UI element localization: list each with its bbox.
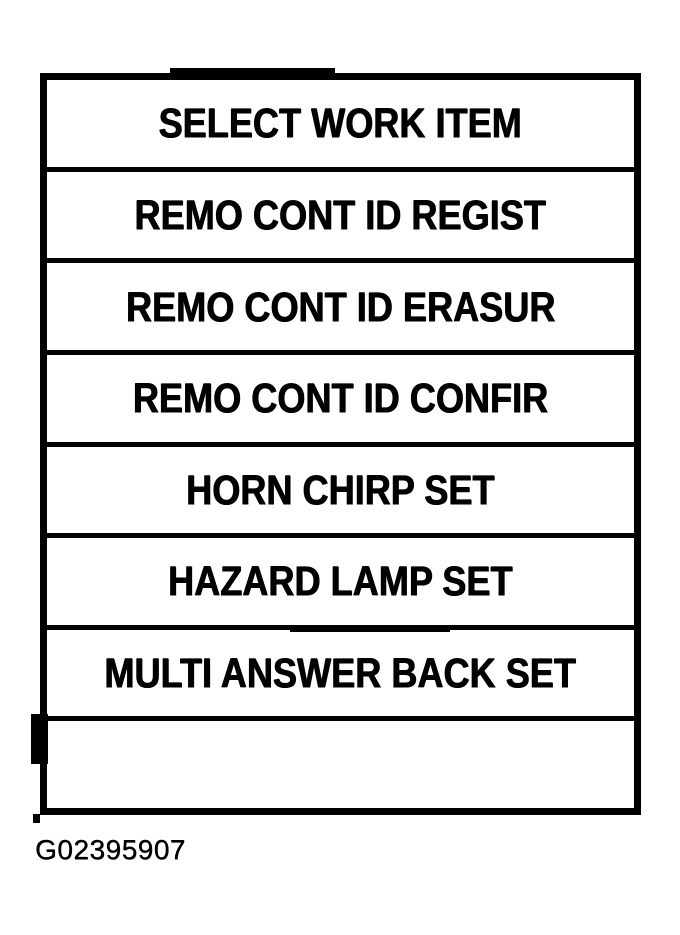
menu-item-label: HAZARD LAMP SET bbox=[168, 557, 513, 605]
menu-item-remo-cont-id-regist[interactable]: REMO CONT ID REGIST bbox=[47, 172, 634, 264]
screen-title-row: SELECT WORK ITEM bbox=[47, 80, 634, 172]
menu-item-multi-answer-back-set[interactable]: MULTI ANSWER BACK SET bbox=[47, 630, 634, 722]
menu-item-hazard-lamp-set[interactable]: HAZARD LAMP SET bbox=[47, 538, 634, 630]
menu-item-label: MULTI ANSWER BACK SET bbox=[104, 649, 577, 697]
menu-item-label: REMO CONT ID ERASUR bbox=[125, 282, 556, 330]
menu-item-remo-cont-id-erasur[interactable]: REMO CONT ID ERASUR bbox=[47, 263, 634, 355]
menu-item-horn-chirp-set[interactable]: HORN CHIRP SET bbox=[47, 447, 634, 539]
menu-item-label: REMO CONT ID REGIST bbox=[134, 190, 547, 238]
scan-artifact bbox=[33, 814, 40, 823]
menu-row-empty bbox=[47, 721, 634, 808]
scan-artifact bbox=[31, 714, 48, 764]
scan-artifact bbox=[170, 68, 335, 74]
figure-id-caption: G02395907 bbox=[35, 834, 186, 865]
tester-menu-screen: SELECT WORK ITEM REMO CONT ID REGIST REM… bbox=[40, 73, 641, 815]
menu-item-label: HORN CHIRP SET bbox=[186, 465, 495, 513]
screen-title: SELECT WORK ITEM bbox=[158, 99, 523, 147]
menu-item-remo-cont-id-confir[interactable]: REMO CONT ID CONFIR bbox=[47, 355, 634, 447]
scan-artifact bbox=[290, 629, 450, 632]
menu-item-label: REMO CONT ID CONFIR bbox=[132, 374, 549, 422]
scan-artifact bbox=[300, 533, 470, 536]
